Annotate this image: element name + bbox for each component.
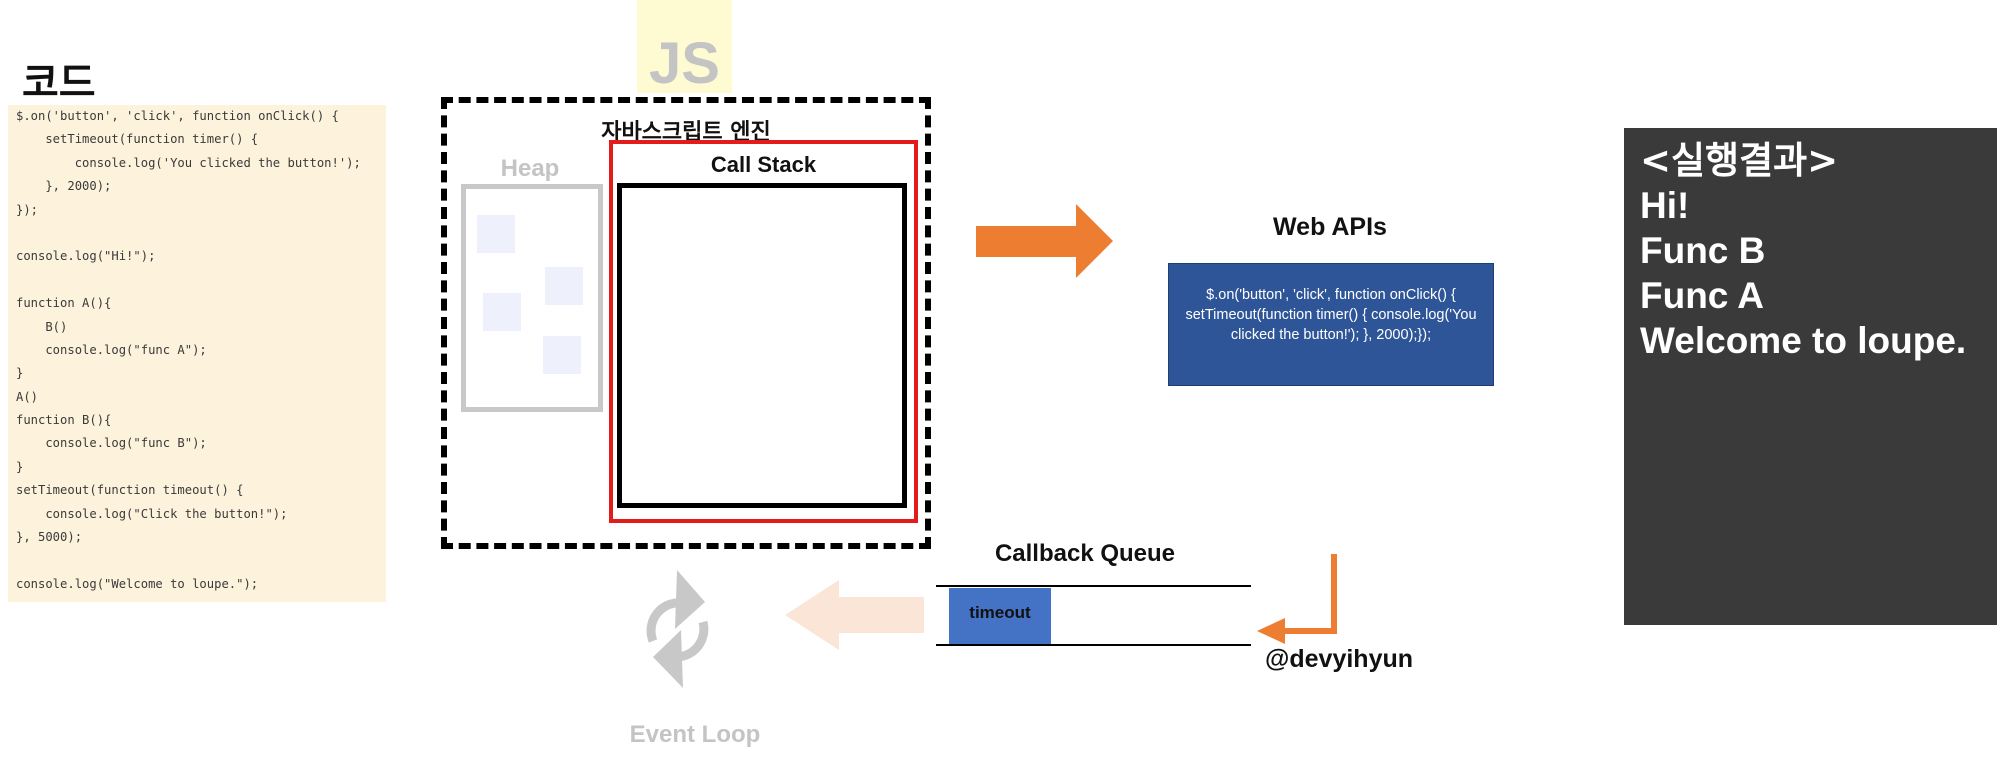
- call-stack-title: Call Stack: [710, 152, 817, 177]
- web-apis-box: [1168, 263, 1494, 386]
- code-line: console.log('You clicked the button!');: [16, 155, 361, 170]
- heap-box: [461, 184, 603, 412]
- event-loop-label: Event Loop: [629, 721, 761, 748]
- callback-queue-bottom-border: [936, 644, 1251, 646]
- result-panel: [1624, 128, 1997, 625]
- code-line: console.log("Click the button!");: [16, 506, 288, 521]
- code-line: console.log("Hi!");: [16, 249, 156, 264]
- event-loop-icon: [646, 570, 709, 688]
- code-line: [16, 269, 361, 292]
- code-line: [16, 549, 361, 572]
- heap-memory-block: [477, 215, 515, 253]
- code-line: }: [16, 366, 24, 381]
- web-apis-title: Web APIs: [1273, 213, 1387, 241]
- code-line: setTimeout(function timer() {: [16, 132, 259, 147]
- code-line: console.log("func A");: [16, 342, 207, 357]
- callback-queue-title: Callback Queue: [994, 540, 1176, 567]
- code-line: $.on('button', 'click', function onClick…: [16, 109, 339, 123]
- code-panel: [8, 105, 386, 602]
- js-badge-label: JS: [649, 31, 720, 96]
- web-apis-content: $.on('button', 'click', function onClick…: [1185, 287, 1477, 343]
- result-line: Hi!: [1640, 185, 1690, 226]
- code-line: A(): [16, 389, 39, 404]
- code-title: 코드: [22, 60, 96, 106]
- code-line: }: [16, 459, 24, 474]
- result-title: <실행결과>: [1640, 139, 1839, 182]
- code-line: setTimeout(function timeout() {: [16, 483, 244, 498]
- call-stack-box: [617, 183, 907, 508]
- code-line: });: [16, 202, 39, 217]
- code-line: B(): [16, 319, 68, 334]
- callback-queue-top-border: [936, 585, 1251, 587]
- result-line: Func A: [1640, 275, 1765, 316]
- call-stack-outline: [609, 140, 918, 523]
- code-line: function B(){: [16, 413, 112, 428]
- callback-queue-item: [949, 588, 1051, 644]
- js-badge: [637, 0, 732, 93]
- callback-queue-item-label: timeout: [969, 603, 1031, 622]
- heap-label: Heap: [500, 155, 560, 182]
- code-line: function A(){: [16, 296, 112, 311]
- result-line: Func B: [1640, 230, 1766, 271]
- author-label: @devyihyun: [1265, 645, 1414, 673]
- code-line: console.log("func B");: [16, 436, 207, 451]
- queue-to-eventloop-arrow: [785, 580, 924, 650]
- code-line: }, 5000);: [16, 530, 83, 545]
- heap-memory-block: [543, 336, 581, 374]
- code-line: console.log("Welcome to loupe.");: [16, 576, 259, 591]
- code-line: }, 2000);: [16, 179, 112, 194]
- heap-memory-block: [545, 267, 583, 305]
- heap-memory-block: [483, 293, 521, 331]
- code-line: [16, 222, 361, 245]
- javascript-engine-box: [441, 97, 931, 549]
- result-line: Welcome to loupe.: [1640, 320, 1967, 361]
- webapis-to-queue-arrow: [1257, 554, 1337, 644]
- code-listing: $.on('button', 'click', function onClick…: [16, 105, 361, 596]
- engine-to-webapis-arrow: [976, 204, 1113, 278]
